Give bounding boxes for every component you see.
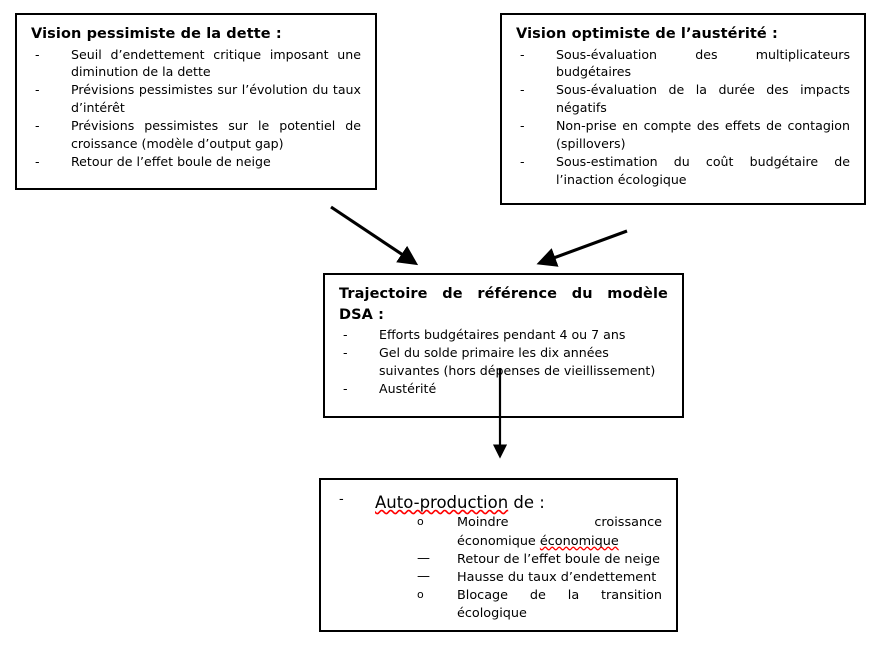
box-vision-optimiste-austerite: Vision optimiste de l’austérité : - Sous… xyxy=(500,13,866,205)
list-item-text: Prévisions pessimistes sur l’évolution d… xyxy=(71,82,361,116)
box-trajectoire-dsa: Trajectoire de référence du modèle DSA :… xyxy=(323,273,684,418)
list-vision-pessimiste: - Seuil d’endettement critique imposant … xyxy=(31,46,361,171)
em-dash-marker-icon: — xyxy=(417,568,430,584)
dash-marker-icon: - xyxy=(520,118,525,134)
list-item-text: Retour de l’effet boule de neige xyxy=(71,153,271,169)
box-title-vision-pessimiste: Vision pessimiste de la dette : xyxy=(31,26,282,42)
list-item-text: Moindre croissance économique xyxy=(457,515,662,549)
list-item: - Retour de l’effet boule de neige xyxy=(31,153,361,171)
list-item: — Hausse du taux d’endettement xyxy=(335,569,662,587)
circle-marker-icon: o xyxy=(417,588,424,602)
list-item-text: Hausse du taux d’endettement xyxy=(457,569,657,585)
list-item: o Moindre croissance économique économiq… xyxy=(335,514,662,550)
dash-marker-icon: - xyxy=(343,380,348,396)
dash-marker-icon: - xyxy=(343,327,348,343)
dash-marker-icon: - xyxy=(520,153,525,169)
list-item: - Seuil d’endettement critique imposant … xyxy=(31,46,361,82)
list-dsa: - Efforts budgétaires pendant 4 ou 7 ans… xyxy=(339,326,668,398)
list-item: - Sous-évaluation des multiplicateurs bu… xyxy=(516,46,850,82)
list-vision-optimiste: - Sous-évaluation des multiplicateurs bu… xyxy=(516,46,850,189)
list-item-text: Blocage de la transition écologique xyxy=(457,588,662,622)
box-title-vision-optimiste: Vision optimiste de l’austérité : xyxy=(516,26,778,42)
list-auto-production-effects: o Moindre croissance économique économiq… xyxy=(335,514,662,623)
list-item: - Sous-estimation du coût budgétaire de … xyxy=(516,153,850,189)
dash-marker-icon: - xyxy=(343,345,348,360)
dash-marker-icon: - xyxy=(35,118,40,134)
list-item-text: Gel du solde primaire les dix années sui… xyxy=(379,345,656,378)
box-auto-production: - Auto-production de : o Moindre croissa… xyxy=(319,478,678,632)
list-item: - Efforts budgétaires pendant 4 ou 7 ans xyxy=(339,326,668,344)
list-item: - Prévisions pessimistes sur le potentie… xyxy=(31,117,361,153)
list-item: — Retour de l’effet boule de neige xyxy=(335,551,662,569)
arrow-pessimistic-to-dsa-icon xyxy=(330,205,419,266)
dash-marker-icon: - xyxy=(520,82,525,98)
list-item: - Sous-évaluation de la durée des impact… xyxy=(516,81,850,117)
list-item-text: Retour de l’effet boule de neige xyxy=(457,551,660,567)
dash-marker-icon: - xyxy=(35,153,40,169)
dash-marker-icon: - xyxy=(520,46,525,62)
list-item-text: Seuil d’endettement critique imposant un… xyxy=(71,46,361,80)
dash-marker-icon: - xyxy=(35,82,40,98)
em-dash-marker-icon: — xyxy=(417,550,430,566)
list-item-misspelled-word: économique xyxy=(539,533,619,549)
list-item: - Austérité xyxy=(339,380,668,398)
auto-production-heading: - Auto-production de : xyxy=(335,492,662,513)
dash-marker-icon: - xyxy=(339,492,344,507)
auto-production-heading-rest: de : xyxy=(508,493,545,512)
arrow-optimistic-to-dsa-icon xyxy=(536,229,628,267)
list-item: - Prévisions pessimistes sur l’évolution… xyxy=(31,81,361,117)
list-item-text: Efforts budgétaires pendant 4 ou 7 ans xyxy=(379,327,626,343)
list-item-text: Sous-estimation du coût budgétaire de l’… xyxy=(556,153,850,187)
list-item-text: Sous-évaluation de la durée des impacts … xyxy=(556,82,850,116)
list-item-text: Non-prise en compte des effets de contag… xyxy=(556,118,850,151)
list-item: o Blocage de la transition écologique xyxy=(335,587,662,623)
list-item: - Non-prise en compte des effets de cont… xyxy=(516,117,850,153)
dash-marker-icon: - xyxy=(35,46,40,62)
box-title-dsa-line2: DSA : xyxy=(339,306,385,323)
list-item-text: Austérité xyxy=(379,380,437,396)
circle-marker-icon: o xyxy=(417,515,424,529)
auto-production-misspelled-word: Auto-production xyxy=(375,493,509,512)
list-item-text: Prévisions pessimistes sur le potentiel … xyxy=(71,118,361,151)
list-item: - Gel du solde primaire les dix années s… xyxy=(339,344,668,380)
box-title-dsa-line1: Trajectoire de référence du modèle xyxy=(339,286,668,302)
box-vision-pessimiste-dette: Vision pessimiste de la dette : - Seuil … xyxy=(15,13,377,190)
list-item-text: Sous-évaluation des multiplicateurs budg… xyxy=(556,46,850,80)
